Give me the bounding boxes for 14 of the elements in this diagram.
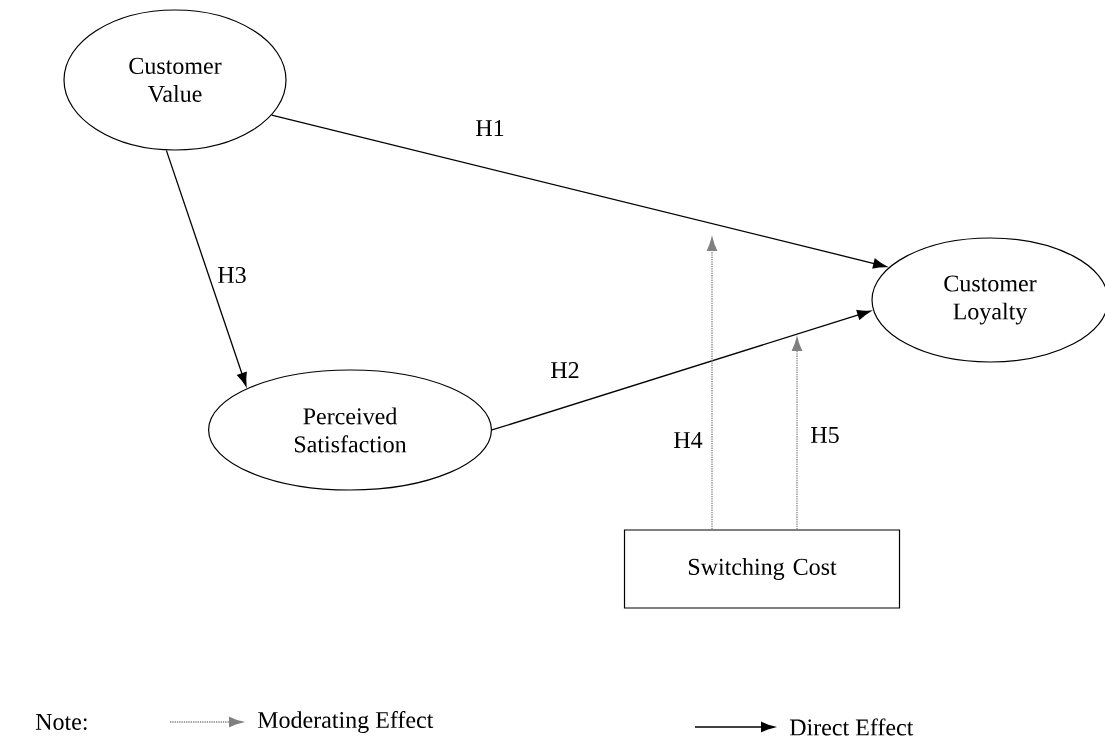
arrow [271,114,887,269]
edge-label: H3 [216,265,248,285]
arrow [706,237,718,531]
note-label: Note: [35,713,87,731]
construct-box: Switching Cost [623,529,901,609]
edge-label: H1 [474,119,506,137]
edge-label: H2 [549,361,581,379]
arrow [791,337,803,531]
arrow [491,309,871,431]
edge-label: H5 [809,426,841,444]
legend-label: Moderating Effect [257,710,434,734]
arrow [165,149,247,387]
edge-label: H4 [672,431,704,449]
legend-label: Direct Effect [789,718,914,736]
